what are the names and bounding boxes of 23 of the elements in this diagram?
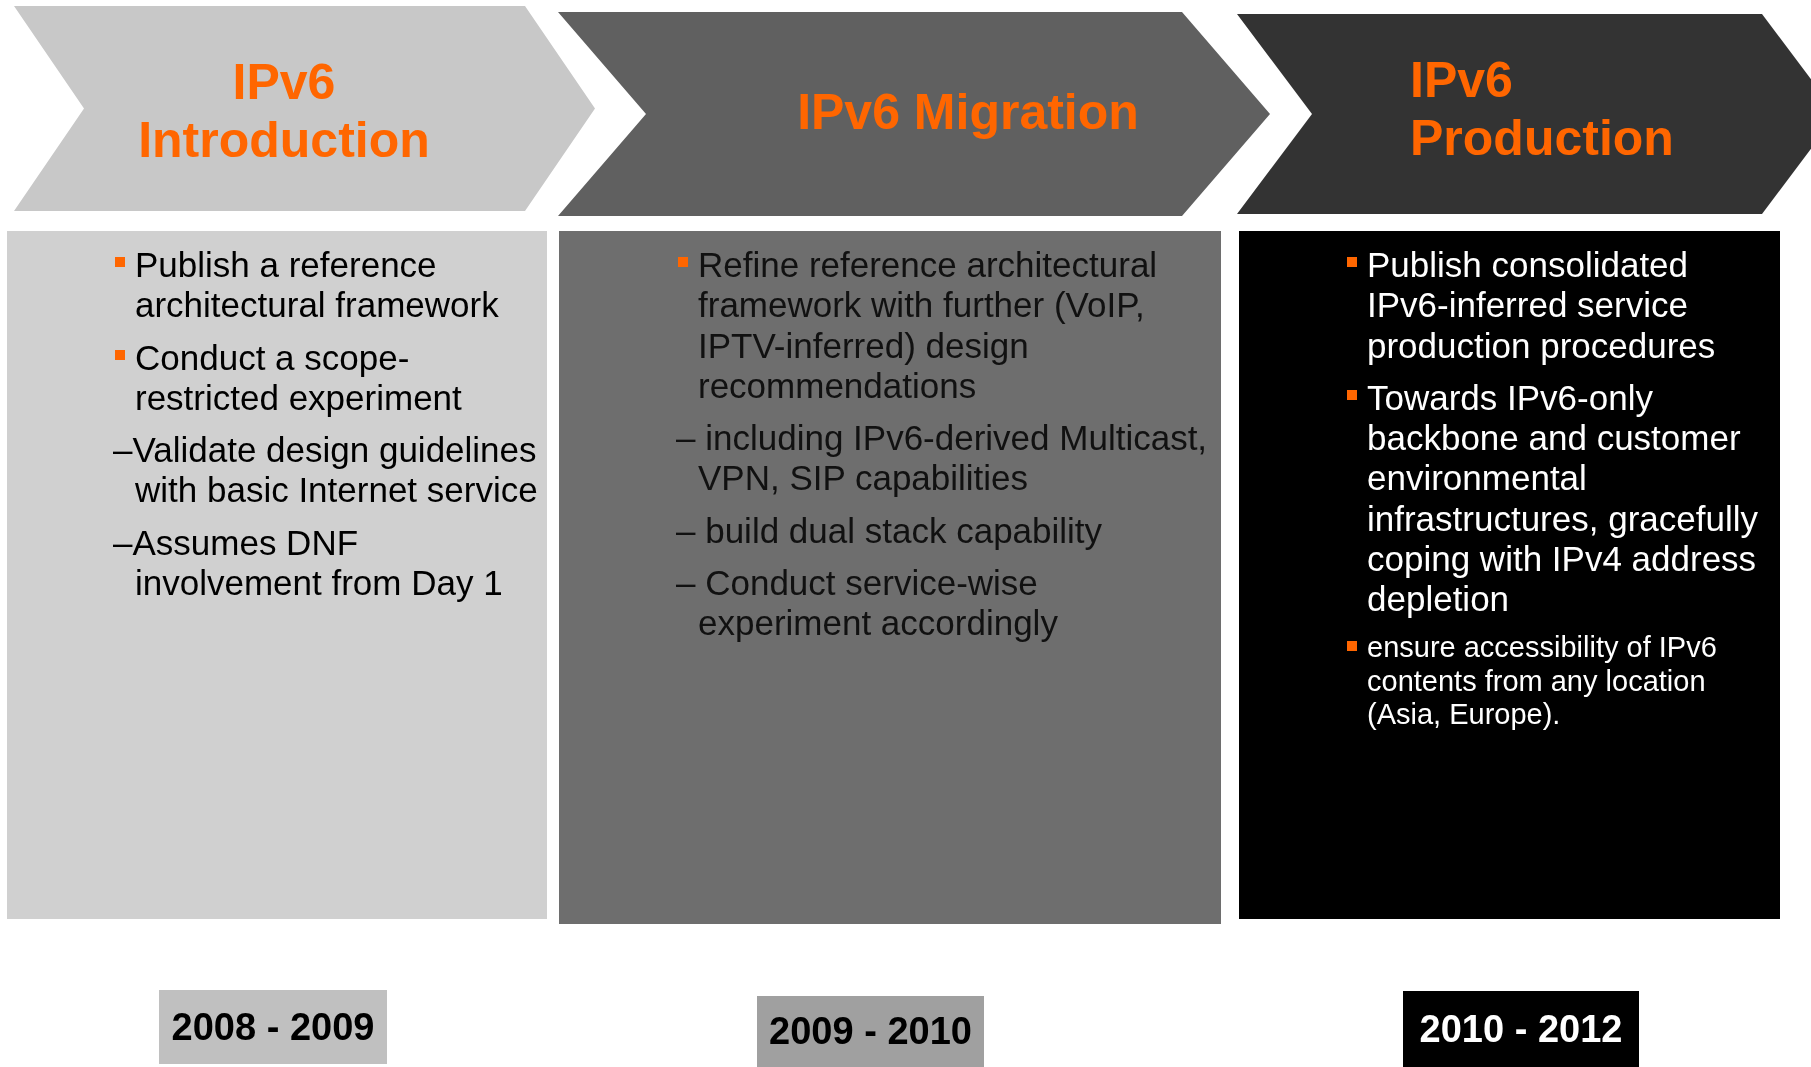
bullet-text: Publish a reference architectural framework	[135, 245, 500, 326]
phase-panel	[1239, 231, 1780, 919]
year-badge: 2008 - 2009	[159, 990, 387, 1064]
bullet-text: – including IPv6-derived Multicast, VPN, SIP capabilities	[676, 418, 1209, 499]
phase-title: IPv6 Introduction	[137, 54, 431, 169]
phase-panel	[7, 231, 547, 919]
bullet-text: – Conduct service-wise experiment accordingly	[676, 562, 1059, 644]
bullet-text: Refine reference architectural framework with further (VoIP, IPTV-inferred) design recommendations	[698, 245, 1159, 406]
bullet-text: Publish consolidated IPv6-inferred service production procedures	[1367, 245, 1717, 366]
chevron-banner	[558, 12, 1270, 216]
year-badge: 2010 - 2012	[1403, 991, 1639, 1067]
bullet-text: – build dual stack capability	[676, 510, 1104, 551]
chevron-banner	[1237, 14, 1811, 214]
bullet-text: ensure accessibility of IPv6 contents from any location (Asia, Europe).	[1367, 631, 1718, 732]
phase-panel	[559, 231, 1221, 924]
bullet-text: –Assumes DNF involvement from Day 1	[113, 522, 504, 603]
phase-title: IPv6 Production	[1410, 52, 1675, 167]
phase-title: IPv6 Migration	[796, 84, 1140, 142]
bullet-text: Towards IPv6-only backbone and customer environmental infrastructures, gracefully coping with IPv4 address depletion	[1367, 377, 1759, 620]
bullet-text: –Validate design guidelines with basic Internet service	[113, 430, 539, 511]
bullet-text: Conduct a scope-restricted experiment	[135, 337, 463, 418]
chevron-banner	[14, 6, 595, 211]
year-badge: 2009 - 2010	[757, 996, 984, 1067]
